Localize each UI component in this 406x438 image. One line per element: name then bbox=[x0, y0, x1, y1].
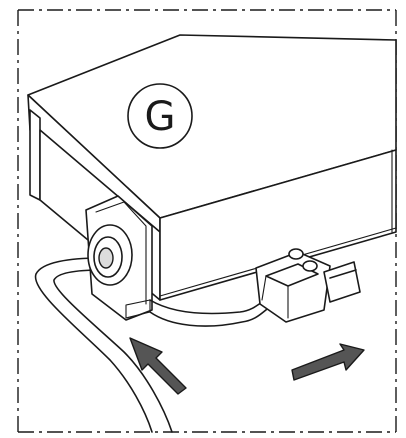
cable-loop bbox=[34, 257, 173, 433]
internal-wiring bbox=[149, 295, 275, 327]
step-badge: G bbox=[127, 83, 193, 149]
housing-bottom-rail bbox=[159, 149, 397, 301]
detail-frame bbox=[17, 9, 397, 433]
badge-letter: G bbox=[145, 94, 176, 140]
end-cap bbox=[85, 195, 153, 321]
arrow-icon bbox=[129, 337, 187, 395]
arrow-icon bbox=[291, 343, 365, 381]
terminal-screw bbox=[288, 248, 304, 260]
terminal-block bbox=[255, 248, 361, 323]
housing-left-face bbox=[29, 109, 41, 201]
terminal-screw bbox=[302, 260, 318, 272]
